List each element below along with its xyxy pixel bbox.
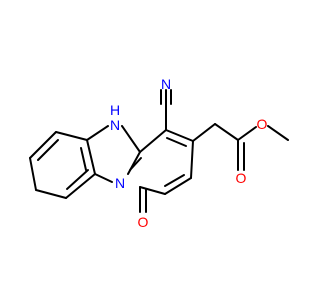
bond bbox=[139, 129, 167, 153]
atom-n-nitrile: N bbox=[161, 76, 171, 92]
bond bbox=[139, 186, 166, 195]
bond bbox=[86, 125, 109, 141]
bond bbox=[29, 131, 57, 159]
atom-o-ester-single: O bbox=[257, 116, 268, 132]
atom-o-carbonyl: O bbox=[138, 214, 149, 230]
bond-double-inner bbox=[80, 147, 87, 171]
bond bbox=[94, 173, 113, 183]
bond bbox=[267, 125, 289, 141]
atom-h: H bbox=[110, 102, 120, 118]
bond-double-inner bbox=[66, 169, 89, 190]
bond-double-inner bbox=[164, 174, 185, 187]
atom-o-ester-double: O bbox=[236, 170, 247, 186]
bond bbox=[121, 125, 141, 153]
bond-double-inner bbox=[37, 139, 59, 161]
bond bbox=[190, 140, 194, 179]
bond bbox=[86, 139, 96, 175]
bond-double-inner bbox=[129, 157, 142, 171]
bond bbox=[214, 123, 239, 141]
bond bbox=[165, 129, 194, 142]
bond bbox=[55, 131, 88, 141]
bond bbox=[29, 157, 37, 191]
bond bbox=[65, 173, 96, 199]
structure-canvas: H N N N O O O bbox=[29, 76, 289, 230]
atom-n-nh: N bbox=[110, 117, 120, 133]
bond bbox=[164, 177, 192, 195]
bond bbox=[35, 189, 67, 199]
bond bbox=[192, 123, 216, 142]
bond bbox=[237, 126, 257, 141]
molecule-diagram: H N N N O O O bbox=[29, 76, 289, 230]
atom-n-ring: N bbox=[115, 175, 125, 191]
bond-double-inner bbox=[166, 137, 187, 147]
